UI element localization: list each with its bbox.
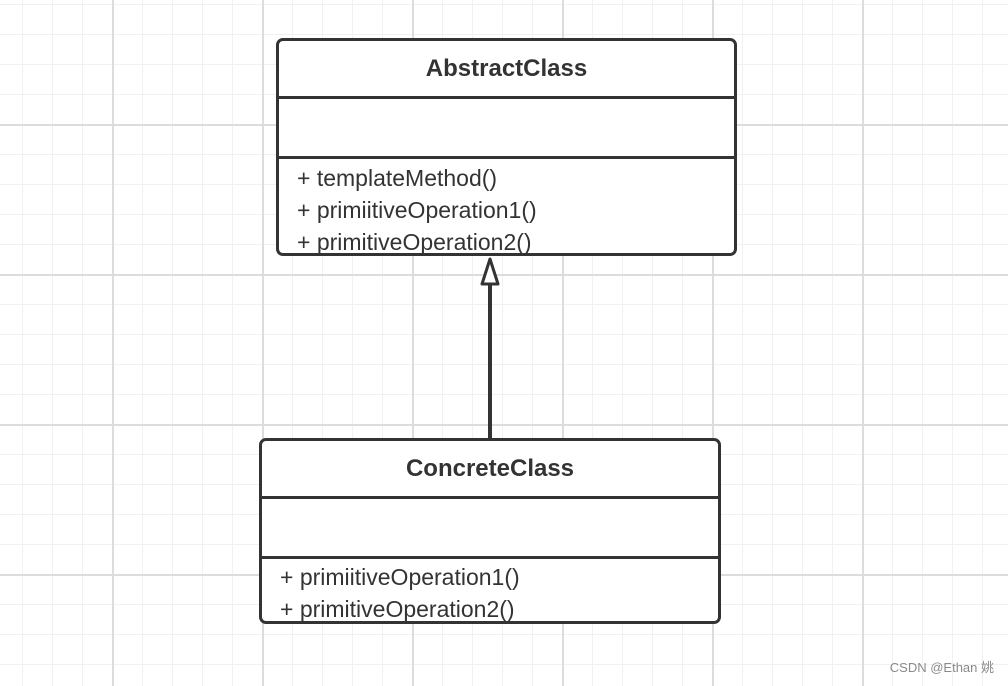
- concrete-class-name: ConcreteClass: [262, 441, 718, 499]
- method-template-method: + templateMethod(): [297, 165, 498, 191]
- method-primitive-operation-2: + primitiveOperation2(): [297, 229, 532, 255]
- abstract-class-name: AbstractClass: [279, 41, 734, 99]
- abstract-class-attributes: [279, 99, 734, 159]
- abstract-class-box[interactable]: AbstractClass + templateMethod() + primi…: [276, 38, 737, 256]
- method-primitive-operation-2: + primitiveOperation2(): [280, 596, 515, 622]
- abstract-class-methods: + templateMethod() + primiitiveOperation…: [279, 159, 734, 258]
- watermark: CSDN @Ethan 姚: [889, 660, 994, 675]
- method-primitive-operation-1: + primiitiveOperation1(): [280, 564, 520, 590]
- inheritance-arrowhead: [480, 257, 500, 286]
- concrete-class-box[interactable]: ConcreteClass + primiitiveOperation1() +…: [259, 438, 721, 624]
- concrete-class-attributes: [262, 499, 718, 559]
- method-primitive-operation-1: + primiitiveOperation1(): [297, 197, 537, 223]
- concrete-class-methods: + primiitiveOperation1() + primitiveOper…: [262, 559, 718, 625]
